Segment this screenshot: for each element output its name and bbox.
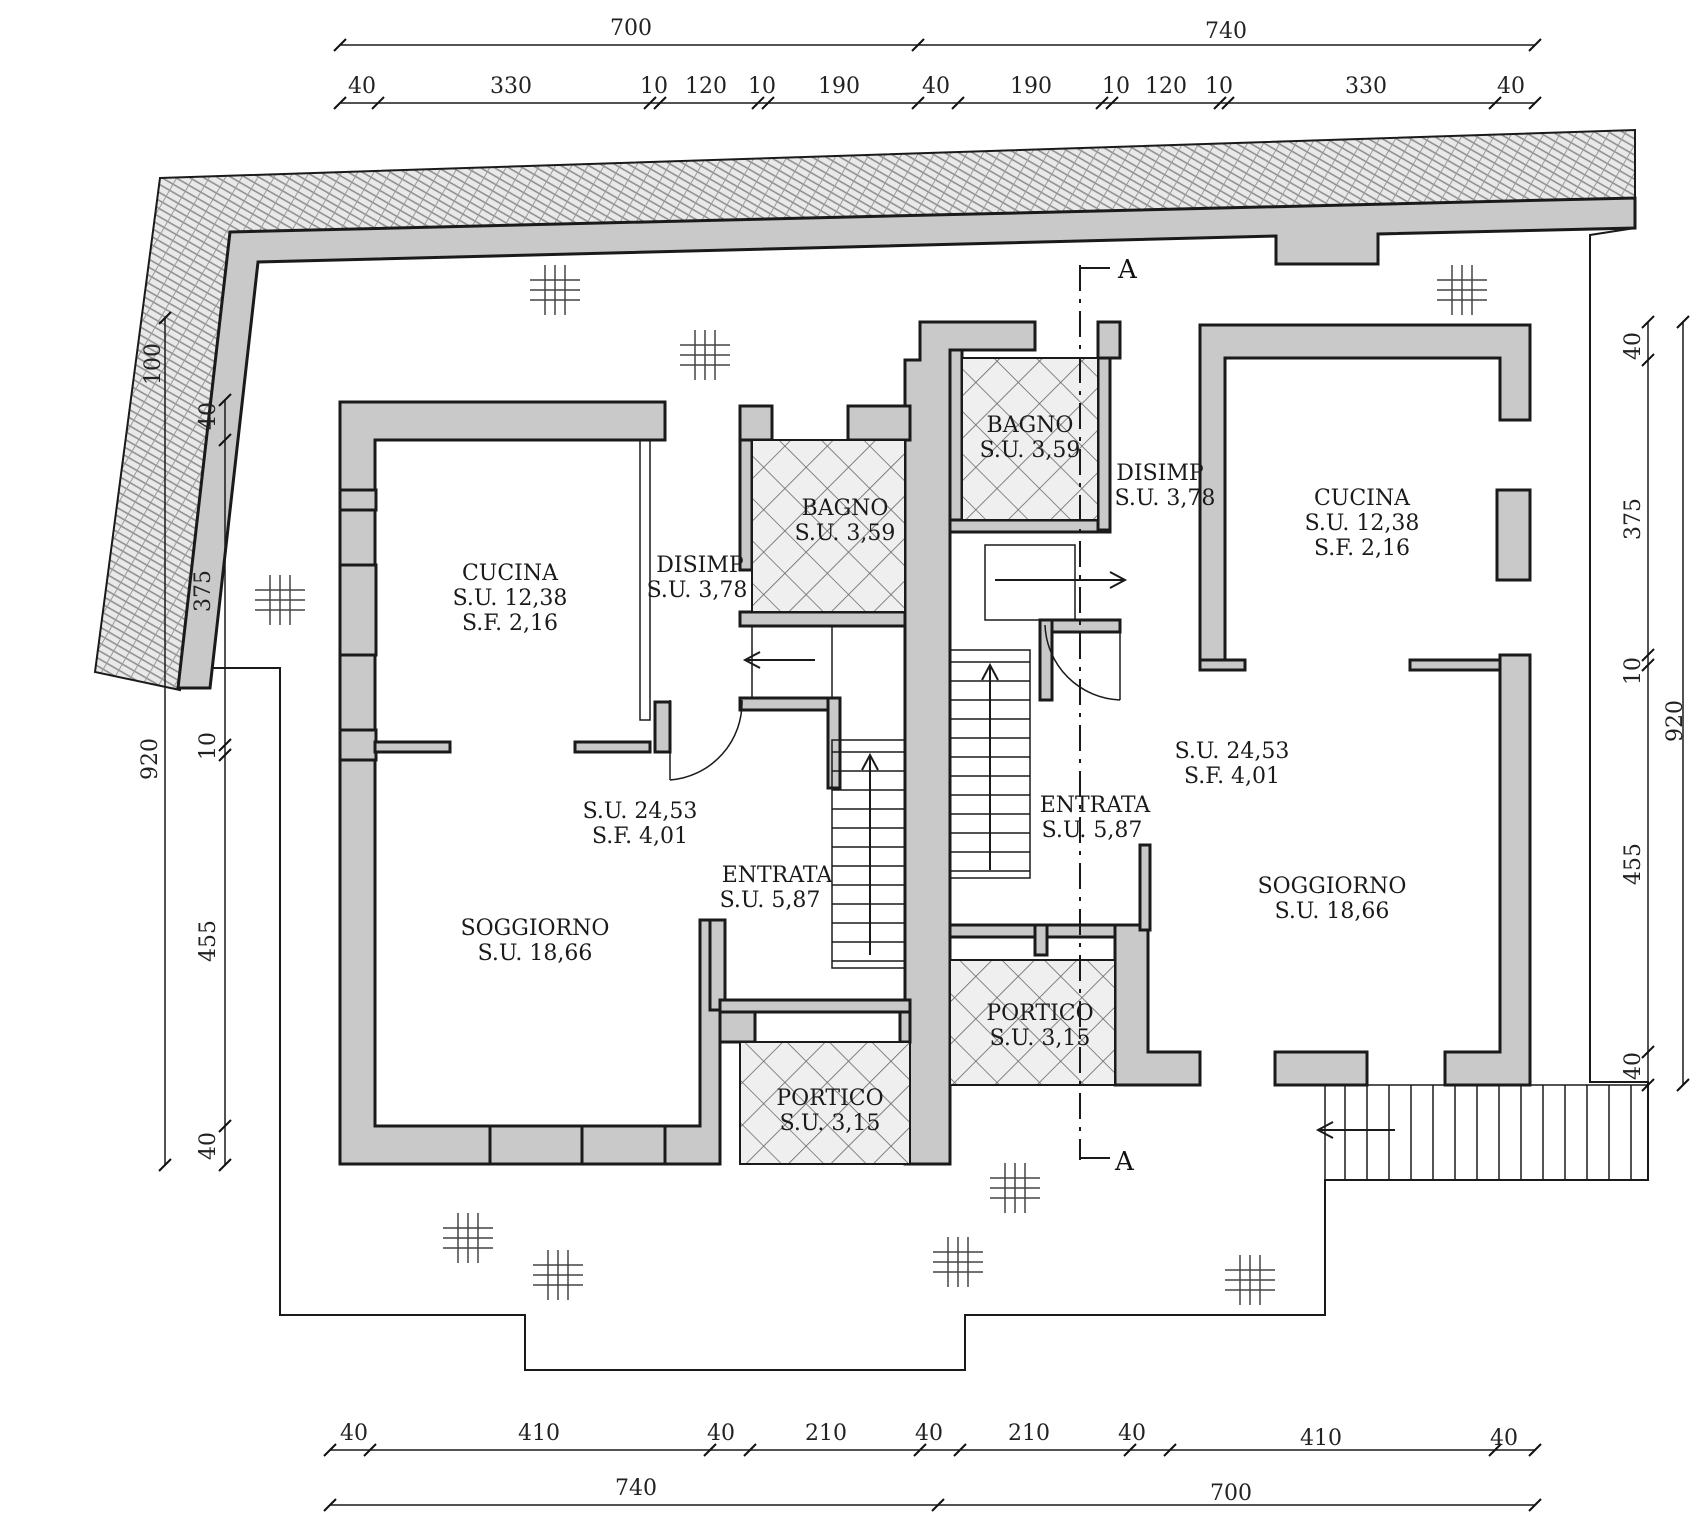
left-stairs — [742, 625, 906, 969]
right-disimp-name: DISIMP — [1116, 461, 1204, 486]
dim-top-11: 10 — [1205, 74, 1233, 99]
dim-top-7: 40 — [922, 74, 950, 99]
dim-left-1: 100 — [141, 343, 166, 385]
dimension-lines — [164, 44, 1684, 1506]
left-bagno-floor — [751, 439, 906, 613]
right-bagno-name: BAGNO — [987, 413, 1074, 438]
right-stair-treads — [950, 661, 1030, 872]
entry-stairs — [1315, 1084, 1649, 1181]
left-soggiorno-su: S.U. 18,66 — [478, 941, 593, 966]
left-cucina-sf: S.F. 2,16 — [462, 611, 558, 636]
dim-left-6: 40 — [196, 1132, 221, 1160]
dim-bottom-4: 210 — [805, 1421, 847, 1446]
left-living-su: S.U. 24,53 — [583, 799, 698, 824]
dim-bottom-5: 40 — [915, 1421, 943, 1446]
entry-stair-treads — [1344, 1085, 1632, 1180]
site-outline — [210, 227, 1649, 1371]
shrub-icon — [1225, 1255, 1275, 1305]
right-cucina-name: CUCINA — [1314, 486, 1411, 511]
right-stairs — [949, 544, 1128, 879]
dim-top-4: 120 — [685, 74, 727, 99]
left-cucina-name: CUCINA — [462, 561, 559, 586]
dim-top-10: 120 — [1145, 74, 1187, 99]
dim-top-5: 10 — [748, 74, 776, 99]
right-cucina-su: S.U. 12,38 — [1305, 511, 1420, 536]
left-unit-walls — [338, 320, 1037, 1166]
left-portico-su: S.U. 3,15 — [780, 1111, 881, 1136]
right-entrata-su: S.U. 5,87 — [1042, 818, 1143, 843]
left-entrata-su: S.U. 5,87 — [720, 888, 821, 913]
shrub-icon — [530, 265, 580, 315]
right-portico-su: S.U. 3,15 — [990, 1026, 1091, 1051]
left-disimp-su: S.U. 3,78 — [647, 578, 748, 603]
dim-bottom-1: 40 — [340, 1421, 368, 1446]
left-disimp-name: DISIMP — [656, 553, 744, 578]
left-portico-floor — [739, 1041, 911, 1165]
shrub-icon — [680, 330, 730, 380]
dim-left-5: 455 — [196, 920, 221, 962]
shrub-icon — [533, 1250, 583, 1300]
left-soggiorno-name: SOGGIORNO — [461, 916, 610, 941]
right-portico-name: PORTICO — [986, 1001, 1093, 1026]
dim-bottom-7: 40 — [1118, 1421, 1146, 1446]
dim-right-1: 40 — [1621, 332, 1646, 360]
dim-top-1: 40 — [348, 74, 376, 99]
section-line — [1079, 265, 1110, 1160]
dim-right-4: 455 — [1621, 843, 1646, 885]
dim-left-2: 40 — [196, 402, 221, 430]
dim-bottom-total-1: 740 — [615, 1476, 657, 1501]
dim-bottom-2: 410 — [518, 1421, 560, 1446]
right-living-sf: S.F. 4,01 — [1184, 764, 1280, 789]
right-living-su: S.U. 24,53 — [1175, 739, 1290, 764]
retaining-wall — [176, 196, 1637, 690]
dim-top-total-2: 740 — [1205, 19, 1247, 44]
dim-bottom-6: 210 — [1008, 1421, 1050, 1446]
right-bagno-floor — [961, 357, 1099, 521]
section-marker-top: A — [1117, 255, 1138, 285]
dim-top-6: 190 — [818, 74, 860, 99]
dim-left-total: 920 — [138, 738, 163, 780]
shrub-icon — [1437, 265, 1487, 315]
dim-bottom-8: 410 — [1300, 1426, 1342, 1451]
right-portico-floor — [949, 959, 1116, 1086]
left-bagno-name: BAGNO — [802, 496, 889, 521]
left-living-sf: S.F. 4,01 — [592, 824, 688, 849]
dim-top-8: 190 — [1010, 74, 1052, 99]
dim-right-5: 40 — [1621, 1052, 1646, 1080]
left-portico-name: PORTICO — [776, 1086, 883, 1111]
shrub-icon — [255, 575, 305, 625]
right-soggiorno-su: S.U. 18,66 — [1275, 899, 1390, 924]
dim-top-3: 10 — [640, 74, 668, 99]
left-entrata-name: ENTRATA — [722, 863, 834, 888]
dim-top-total-1: 700 — [610, 16, 652, 41]
left-cucina-su: S.U. 12,38 — [453, 586, 568, 611]
dim-right-total: 920 — [1663, 700, 1688, 742]
door-swings — [669, 624, 1121, 781]
dim-top-12: 330 — [1345, 74, 1387, 99]
dimension-ticks — [158, 38, 1690, 1512]
right-disimp-su: S.U. 3,78 — [1115, 486, 1216, 511]
dim-bottom-3: 40 — [707, 1421, 735, 1446]
dim-right-3: 10 — [1621, 657, 1646, 685]
right-bagno-su: S.U. 3,59 — [980, 438, 1081, 463]
shrub-icon — [990, 1163, 1040, 1213]
shrub-icon — [933, 1237, 983, 1287]
left-bagno-su: S.U. 3,59 — [795, 521, 896, 546]
dim-bottom-total-2: 700 — [1210, 1481, 1252, 1506]
dim-left-3: 375 — [191, 570, 216, 612]
right-soggiorno-name: SOGGIORNO — [1258, 874, 1407, 899]
dim-left-4: 10 — [196, 732, 221, 760]
dim-bottom-9: 40 — [1490, 1426, 1518, 1451]
right-unit-walls — [948, 320, 1532, 1087]
dim-top-9: 10 — [1102, 74, 1130, 99]
section-marker-bottom: A — [1114, 1147, 1135, 1177]
dim-top-13: 40 — [1497, 74, 1525, 99]
right-entrata-name: ENTRATA — [1040, 793, 1152, 818]
dim-top-2: 330 — [490, 74, 532, 99]
shrub-icon — [443, 1213, 493, 1263]
dim-right-2: 375 — [1621, 498, 1646, 540]
right-cucina-sf: S.F. 2,16 — [1314, 536, 1410, 561]
planting-symbols — [255, 265, 1487, 1305]
